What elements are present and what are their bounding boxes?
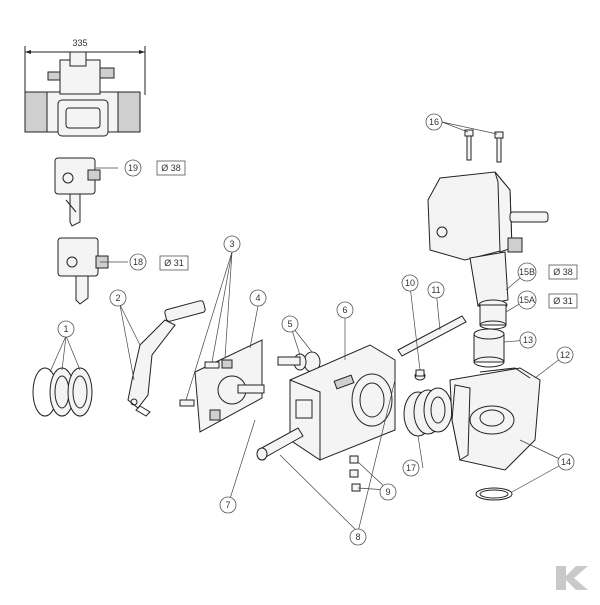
callout-9: 9	[379, 483, 397, 501]
svg-text:Ø 31: Ø 31	[164, 258, 184, 268]
part-15-head-assembly	[427, 171, 549, 330]
callout-8: 8	[349, 528, 367, 546]
svg-text:3: 3	[229, 239, 234, 249]
diameter-label-15b: Ø 38	[548, 264, 578, 280]
part-16-bolts	[464, 129, 504, 163]
callout-13: 13	[519, 331, 537, 349]
part-8-pin	[256, 427, 304, 461]
part-9-clips	[349, 455, 361, 492]
callout-17: 17	[402, 459, 420, 477]
part-4-plate	[194, 339, 265, 433]
svg-text:17: 17	[406, 463, 416, 473]
svg-text:10: 10	[405, 278, 415, 288]
overview-assembly: 335	[24, 38, 146, 137]
svg-text:6: 6	[342, 305, 347, 315]
svg-text:Ø 31: Ø 31	[553, 296, 573, 306]
part-19-hitch-head	[54, 157, 101, 227]
svg-text:7: 7	[225, 500, 230, 510]
svg-text:15B: 15B	[519, 267, 535, 277]
callout-7: 7	[219, 496, 237, 514]
callout-4: 4	[249, 289, 267, 307]
svg-text:4: 4	[255, 293, 260, 303]
svg-text:1: 1	[63, 324, 68, 334]
callout-15a: 15A	[517, 290, 537, 310]
svg-text:13: 13	[523, 335, 533, 345]
diameter-label-19: Ø 38	[156, 160, 186, 176]
callout-3: 3	[223, 235, 241, 253]
part-12-coupling-body	[449, 367, 541, 471]
part-11-rod	[397, 315, 467, 381]
callout-5: 5	[281, 315, 299, 333]
part-18-hitch-head	[57, 237, 109, 305]
svg-text:5: 5	[287, 319, 292, 329]
part-13-sleeve	[473, 328, 505, 368]
callout-18: 18	[129, 253, 147, 271]
svg-text:14: 14	[561, 457, 571, 467]
part-6-main-housing	[289, 344, 396, 461]
brand-k-logo	[548, 560, 592, 594]
part-14-ring	[475, 487, 513, 501]
callout-11: 11	[427, 281, 445, 299]
svg-text:16: 16	[429, 117, 439, 127]
svg-text:Ø 38: Ø 38	[553, 267, 573, 277]
svg-text:15A: 15A	[519, 295, 535, 305]
svg-text:2: 2	[115, 293, 120, 303]
diameter-label-18: Ø 31	[159, 255, 189, 271]
part-2-lever	[127, 300, 206, 417]
diameter-label-15a: Ø 31	[548, 293, 578, 309]
svg-text:8: 8	[355, 532, 360, 542]
callout-10: 10	[401, 274, 419, 292]
callout-14: 14	[557, 453, 575, 471]
callout-1: 1	[57, 320, 75, 338]
callout-16: 16	[425, 113, 443, 131]
part-17-bellows	[403, 387, 453, 437]
callout-19: 19	[124, 159, 142, 177]
svg-text:9: 9	[385, 487, 390, 497]
part-5-bolts	[277, 351, 321, 373]
callout-15b: 15B	[517, 262, 537, 282]
callout-12: 12	[556, 346, 574, 364]
svg-text:Ø 38: Ø 38	[161, 163, 181, 173]
svg-text:19: 19	[128, 163, 138, 173]
overall-dimension-label: 335	[72, 38, 87, 48]
part-1-rings	[32, 367, 93, 417]
svg-text:11: 11	[431, 285, 440, 295]
callout-6: 6	[336, 301, 354, 319]
callout-2: 2	[109, 289, 127, 307]
svg-text:12: 12	[560, 350, 570, 360]
svg-text:18: 18	[133, 257, 143, 267]
